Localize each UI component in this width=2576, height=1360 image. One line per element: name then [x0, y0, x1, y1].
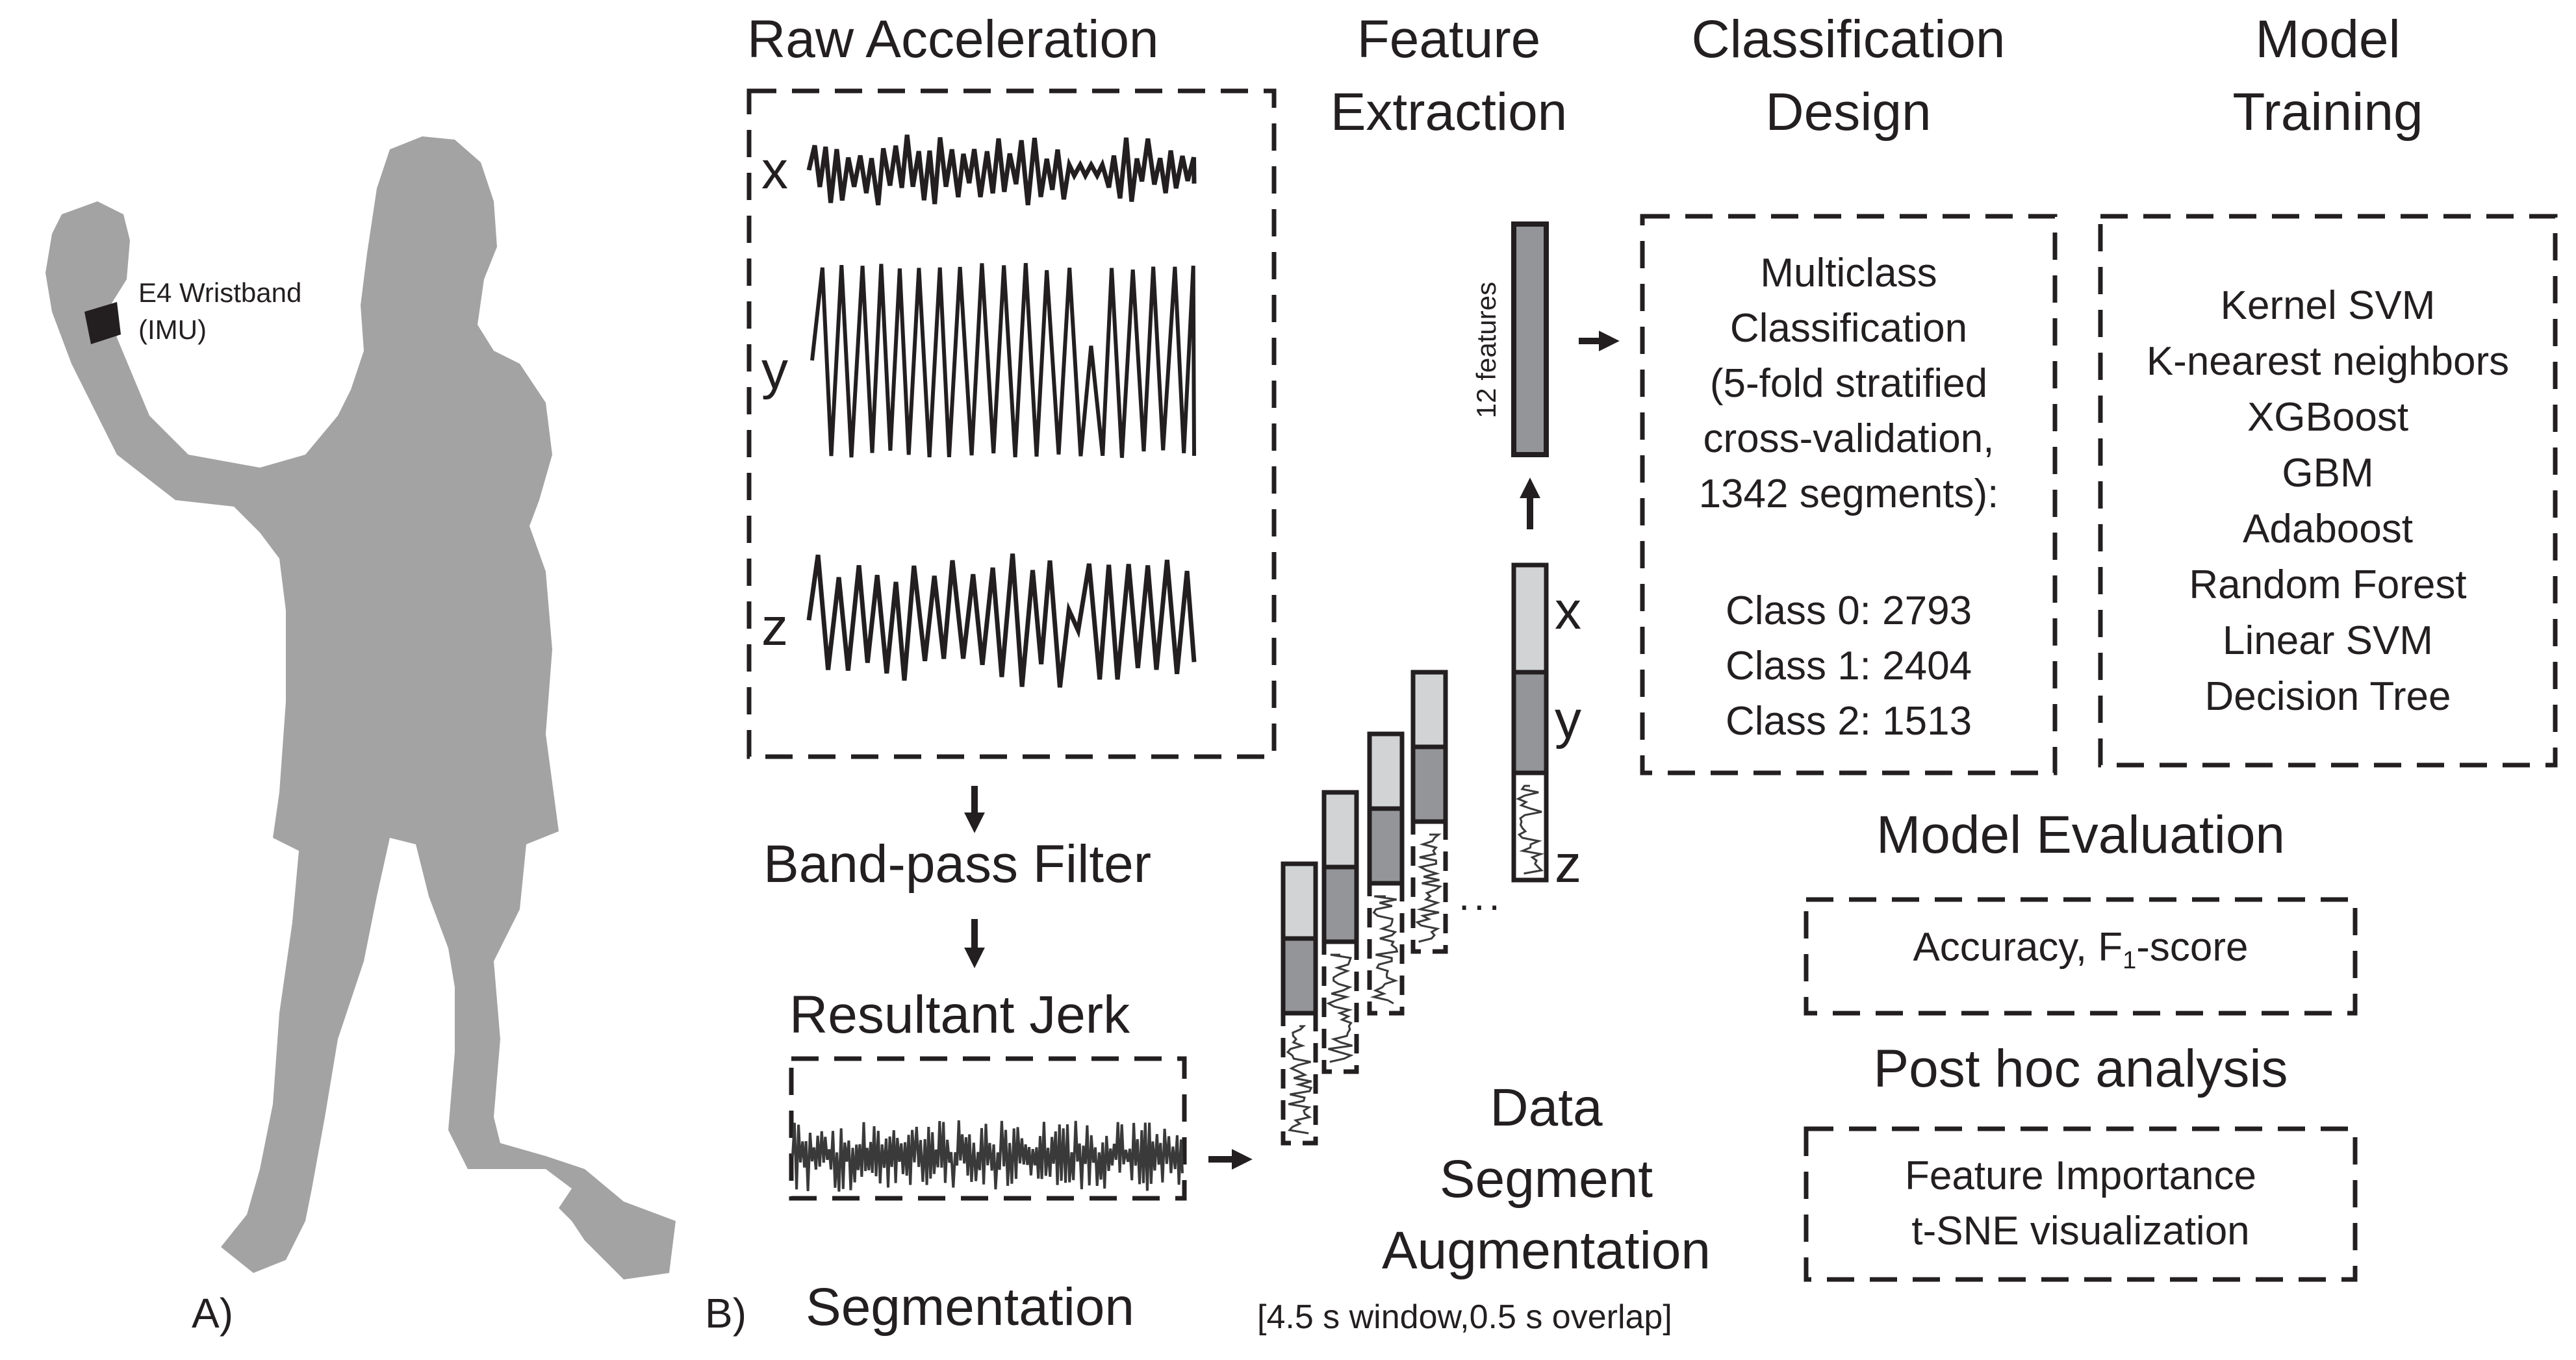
- classification-title-2: Design: [1765, 82, 1932, 142]
- class-2-count: Class 2: 1513: [1725, 699, 1972, 744]
- resultant-jerk-title: Resultant Jerk: [789, 985, 1130, 1044]
- augmented-segment: [1321, 790, 1359, 1074]
- model-training-title-2: Training: [2232, 82, 2423, 142]
- axis-label-y: y: [761, 341, 788, 400]
- axis-label-x: x: [761, 141, 788, 200]
- device-label-line2: (IMU): [138, 314, 207, 345]
- model-item: Kernel SVM: [2220, 283, 2436, 328]
- classification-line-2: Classification: [1729, 306, 1968, 351]
- evaluation-metrics: Accuracy, F1-score: [1913, 925, 2249, 974]
- panel-b-label: B): [705, 1290, 746, 1337]
- classification-line-4: cross-validation,: [1703, 416, 1995, 461]
- model-training-box: [2098, 214, 2558, 768]
- augmentation-line2: Segment: [1439, 1150, 1653, 1209]
- model-item: K-nearest neighbors: [2146, 339, 2510, 384]
- feature-vector-bar: [1511, 221, 1549, 457]
- channel-label-x: x: [1555, 581, 1581, 640]
- panel-a-label: A): [192, 1290, 233, 1337]
- model-item: Linear SVM: [2223, 618, 2433, 663]
- raw-acceleration-title: Raw Acceleration: [747, 10, 1159, 69]
- person-silhouette: [45, 136, 676, 1279]
- model-evaluation-box: [1804, 897, 2358, 1016]
- raw-acceleration-box: [746, 88, 1277, 759]
- classification-line-1: Multiclass: [1760, 251, 1937, 296]
- post-hoc-item: t-SNE visualization: [1911, 1209, 2250, 1253]
- classification-title-1: Classification: [1691, 10, 2006, 69]
- augmented-segment: [1410, 670, 1448, 954]
- band-pass-filter-label: Band-pass Filter: [763, 835, 1152, 894]
- segmentation-label: Segmentation: [806, 1278, 1135, 1337]
- raw-signal-x: [806, 134, 1197, 206]
- raw-signal-y: [810, 262, 1196, 459]
- segment-ellipsis: ...: [1459, 874, 1504, 919]
- feature-input-segment: [1511, 562, 1549, 883]
- model-evaluation-title: Model Evaluation: [1876, 805, 2286, 864]
- augmented-segment: [1367, 731, 1405, 1016]
- class-0-count: Class 0: 2793: [1725, 588, 1972, 633]
- model-training-title-1: Model: [2255, 10, 2401, 69]
- model-item: Decision Tree: [2204, 674, 2451, 719]
- post-hoc-item: Feature Importance: [1904, 1153, 2257, 1198]
- features-count-label: 12 features: [1471, 281, 1501, 419]
- augmentation-line1: Data: [1490, 1078, 1603, 1137]
- resultant-jerk-box: [789, 1056, 1187, 1201]
- axis-label-z: z: [761, 598, 788, 657]
- jerk-signal: [791, 1120, 1184, 1192]
- raw-signal-z: [806, 553, 1197, 688]
- augmentation-note: [4.5 s window,0.5 s overlap]: [1257, 1298, 1672, 1336]
- model-item: Random Forest: [2189, 562, 2467, 607]
- augmentation-line3: Augmentation: [1381, 1221, 1711, 1280]
- model-item: GBM: [2282, 451, 2374, 496]
- model-item: XGBoost: [2247, 395, 2409, 440]
- channel-label-y: y: [1555, 690, 1581, 749]
- augmented-segment: [1281, 861, 1318, 1146]
- post-hoc-box: [1804, 1126, 2358, 1282]
- channel-label-z: z: [1555, 835, 1581, 894]
- classification-line-3: (5-fold stratified: [1709, 361, 1988, 406]
- post-hoc-title: Post hoc analysis: [1873, 1039, 2288, 1098]
- feature-extraction-title-2: Extraction: [1330, 82, 1568, 142]
- classification-box: [1640, 214, 2058, 775]
- feature-extraction-title-1: Feature: [1357, 10, 1541, 69]
- class-1-count: Class 1: 2404: [1725, 644, 1972, 688]
- classification-line-5: 1342 segments):: [1698, 472, 1999, 516]
- segment-stack: [1281, 562, 1549, 1146]
- device-label-line1: E4 Wristband: [138, 277, 302, 308]
- model-item: Adaboost: [2243, 507, 2413, 551]
